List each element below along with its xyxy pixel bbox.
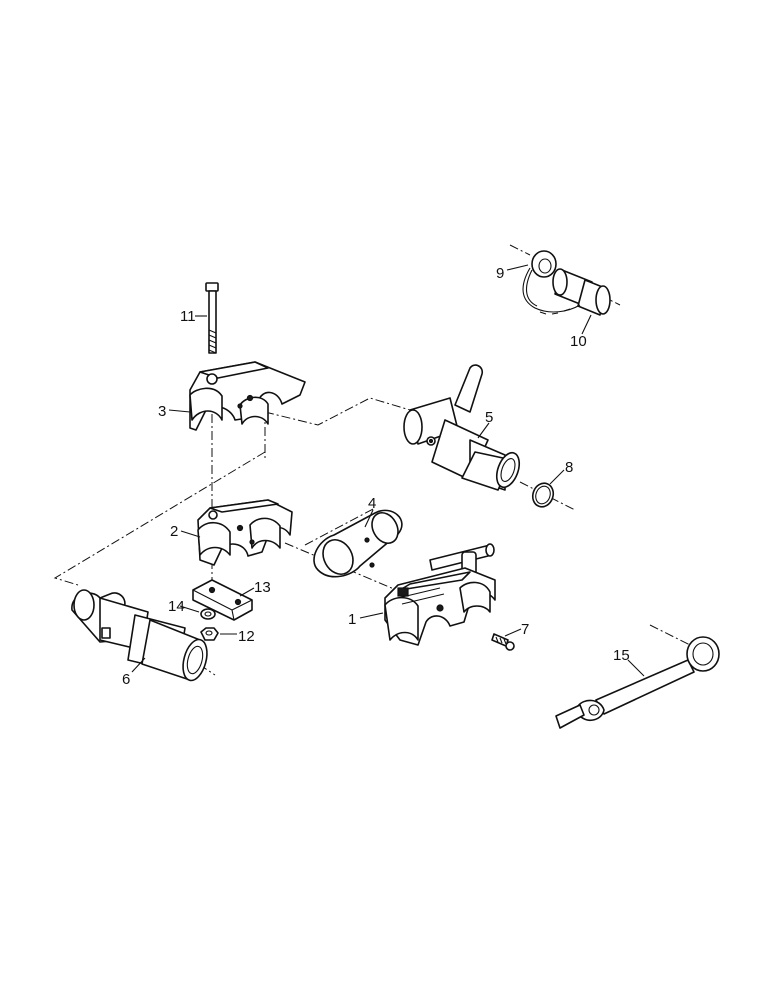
part-12-nut — [200, 627, 219, 641]
callout-labels: 11 3 2 4 5 6 7 8 9 10 1 14 12 13 15 — [122, 265, 630, 688]
part-3-upper-clamp — [189, 361, 306, 431]
part-7-screw — [491, 633, 515, 651]
callout-5: 5 — [485, 409, 493, 426]
part-10-plug — [522, 267, 611, 316]
part-5-quick-coupler — [403, 364, 521, 491]
callout-6: 6 — [122, 671, 130, 688]
callout-7: 7 — [521, 621, 529, 638]
callout-4: 4 — [368, 495, 376, 512]
callout-15: 15 — [613, 647, 630, 664]
part-11-bolt — [205, 282, 219, 354]
part-14-washer — [200, 608, 216, 620]
part-4-gasket — [313, 509, 403, 578]
callout-10: 10 — [570, 333, 587, 350]
callout-2: 2 — [170, 523, 178, 540]
callout-12: 12 — [238, 628, 255, 645]
part-6-coupler-left — [71, 589, 208, 682]
part-15-wrench — [555, 636, 720, 729]
part-2-lower-clamp — [197, 499, 293, 566]
part-13-plate — [192, 579, 253, 621]
callout-14: 14 — [168, 598, 185, 615]
part-1-coupler-block — [384, 543, 496, 646]
callout-13: 13 — [254, 579, 271, 596]
callout-1: 1 — [348, 611, 356, 628]
leader-lines — [131, 264, 645, 677]
part-9-dust-cap — [531, 250, 557, 278]
callout-3: 3 — [158, 403, 166, 420]
callout-9: 9 — [496, 265, 504, 282]
part-8-o-ring — [531, 482, 555, 508]
callout-11: 11 — [180, 308, 196, 325]
callout-8: 8 — [565, 459, 573, 476]
